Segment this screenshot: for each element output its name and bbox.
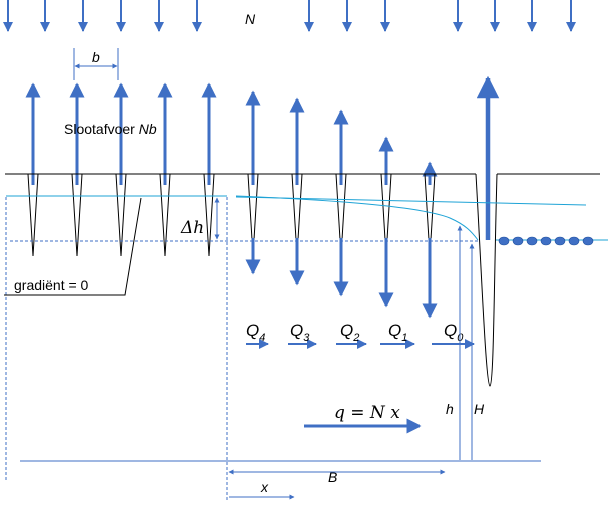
label-h: h — [446, 401, 454, 417]
spacing-b-dimension: b — [73, 48, 119, 80]
label-H: H — [474, 401, 485, 417]
precipitation-arrows — [3, 0, 576, 32]
label-Q4: Q4 — [246, 321, 265, 344]
x-dimension: x — [229, 479, 295, 500]
ditch-drainage-arrows — [245, 238, 438, 319]
label-B: B — [328, 469, 337, 485]
slootafvoer-label: Slootafvoer Nb — [64, 121, 157, 137]
label-N: N — [245, 11, 256, 27]
label-Q1: Q1 — [388, 321, 407, 344]
label-delta-h: Δh — [180, 218, 204, 238]
open-water-marker — [498, 236, 594, 246]
label-Q2: Q2 — [340, 321, 359, 344]
label-x: x — [260, 479, 269, 495]
ditches — [27, 173, 498, 387]
ditch-discharge-arrows — [25, 82, 438, 185]
q-labels: Q4 Q3 Q2 Q1 Q0 — [246, 321, 464, 344]
gradient-callout: gradiënt = 0 — [4, 197, 142, 296]
B-dimension: B — [228, 469, 446, 485]
label-Q3: Q3 — [290, 321, 310, 344]
label-gradient: gradiënt = 0 — [14, 277, 89, 293]
delta-h-dimension: Δh — [180, 197, 220, 240]
label-q-formula: q = N x — [334, 403, 400, 423]
label-Q0: Q0 — [444, 321, 464, 344]
reference-lines — [5, 197, 478, 500]
label-b: b — [92, 49, 100, 65]
h-H-dimensions — [457, 225, 475, 460]
water-table — [6, 195, 608, 241]
